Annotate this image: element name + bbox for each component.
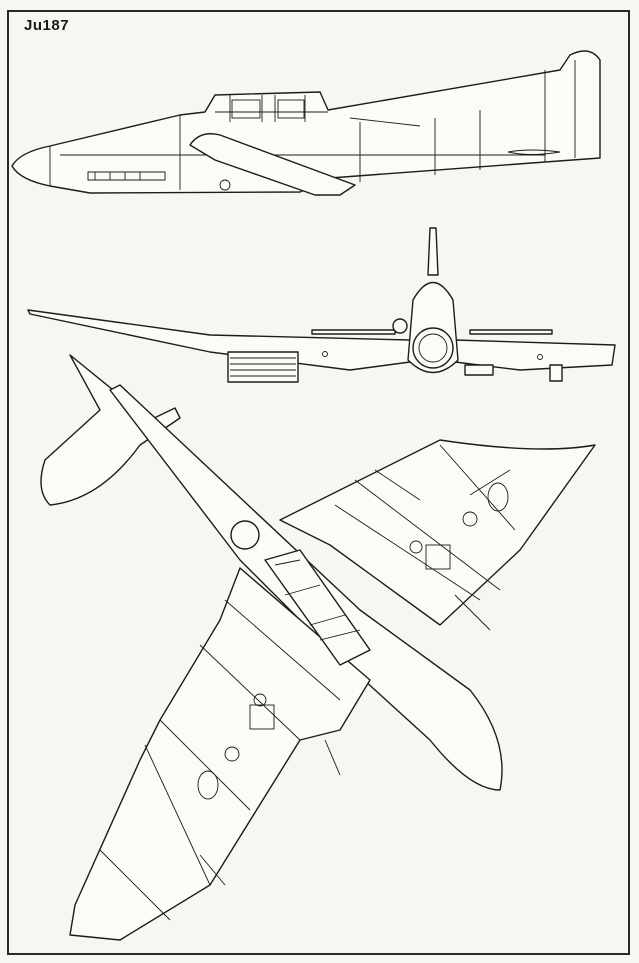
drawing-frame: [7, 10, 630, 955]
drawing-title: Ju187: [24, 17, 70, 34]
top-view: [40, 354, 596, 941]
side-view: [11, 50, 601, 196]
front-view: [27, 227, 616, 383]
